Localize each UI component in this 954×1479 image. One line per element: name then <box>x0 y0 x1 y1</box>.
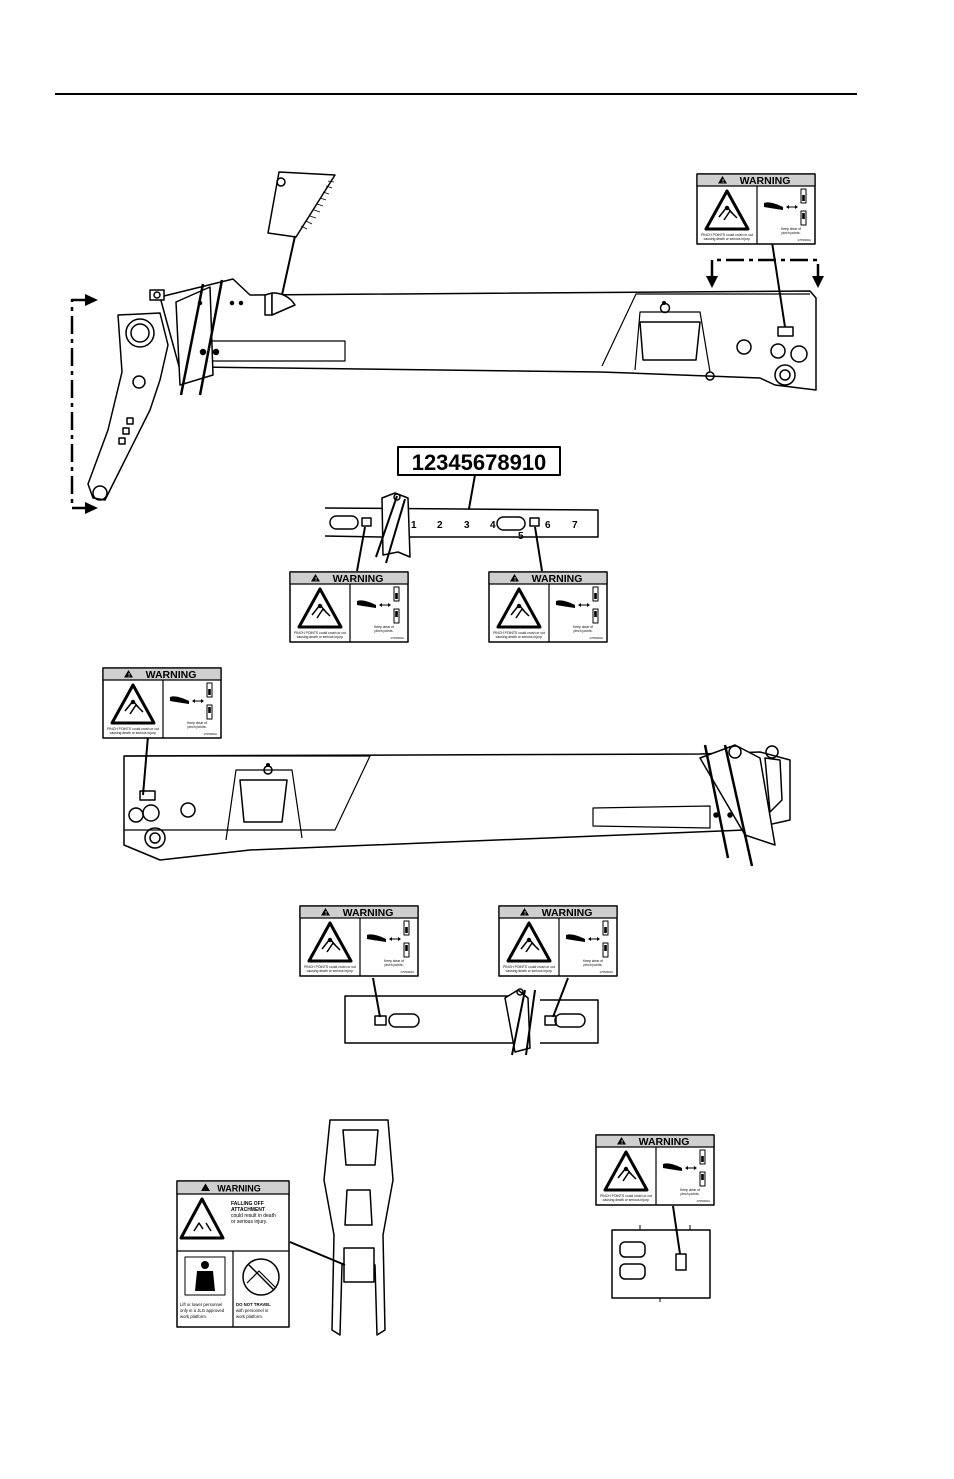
pinch-text: causing death or serious injury. <box>704 237 751 241</box>
decal-text-attachment: WARNING PINCH POINTS could crush or cut … <box>600 1136 710 1203</box>
travel-text: DO NOT TRAVEL <box>236 1302 271 1307</box>
pinch-text: PINCH POINTS could crush or cut <box>107 727 159 731</box>
warning-word: WARNING <box>343 907 394 919</box>
keep-clear-text: Keep clear of <box>781 227 801 231</box>
keep-clear-text: pinch points. <box>573 629 592 633</box>
falling-warning-decal <box>176 1180 290 1328</box>
pinch-text: causing death or serious injury. <box>496 635 543 639</box>
part-number: 1705000A <box>390 636 404 640</box>
attachment-head <box>611 1205 711 1302</box>
keep-clear-text: Keep clear of <box>374 625 394 629</box>
falling-text: could result in death <box>231 1213 276 1219</box>
warning-word: WARNING <box>532 573 583 585</box>
keep-clear-text: Keep clear of <box>583 959 603 963</box>
keep-clear-text: pinch points. <box>384 963 403 967</box>
warning-word: WARNING <box>639 1136 690 1148</box>
header-rule <box>55 93 857 95</box>
pinch-text: causing death or serious injury. <box>297 635 344 639</box>
keep-clear-text: pinch points. <box>187 725 206 729</box>
falling-text: ATTACHMENT <box>231 1207 265 1213</box>
part-number: 1705000A <box>203 732 217 736</box>
keep-clear-text: Keep clear of <box>680 1188 700 1192</box>
falling-decal-text: WARNING FALLING OFF ATTACHMENT could res… <box>180 1184 276 1320</box>
travel-text: with personnel in <box>236 1308 269 1313</box>
numbered-boom-section <box>324 446 599 572</box>
falling-text: FALLING OFF <box>231 1201 264 1207</box>
pinch-text: causing death or serious injury. <box>307 969 354 973</box>
keep-clear-text: Keep clear of <box>573 625 593 629</box>
decal-text-joint-left: WARNING PINCH POINTS could crush or cut … <box>304 907 414 974</box>
boom-number-7: 7 <box>572 520 578 531</box>
keep-clear-text: pinch points. <box>583 963 602 967</box>
decal-text-top: WARNING PINCH POINTS could crush or cut … <box>701 175 811 242</box>
pinch-text: PINCH POINTS could crush or cut <box>294 631 346 635</box>
decal-text-middle-left: WARNING PINCH POINTS could crush or cut … <box>294 573 404 640</box>
part-number: 1705000A <box>696 1199 710 1203</box>
boom-number-1: 1 <box>411 520 417 531</box>
warning-word: WARNING <box>217 1184 261 1194</box>
boom-number-6: 6 <box>545 520 551 531</box>
upper-boom-assembly <box>70 171 824 514</box>
pinch-text: causing death or serious injury. <box>506 969 553 973</box>
part-number: 1705000A <box>400 970 414 974</box>
pinch-text: PINCH POINTS could crush or cut <box>701 233 753 237</box>
boom-number-4: 4 <box>490 520 496 531</box>
part-number: 1705000A <box>589 636 603 640</box>
keep-clear-text: Keep clear of <box>187 721 207 725</box>
warning-word: WARNING <box>333 573 384 585</box>
base-boom-assembly <box>123 735 791 867</box>
pinch-text: causing death or serious injury. <box>110 731 157 735</box>
falling-text: or serious injury. <box>231 1219 267 1225</box>
decal-text-joint-right: WARNING PINCH POINTS could crush or cut … <box>503 907 613 974</box>
lift-text: only in a JLG approved <box>180 1308 225 1313</box>
boom-number-2: 2 <box>437 520 443 531</box>
part-number: 1705000A <box>599 970 613 974</box>
mid-boom-joint-section <box>344 977 599 1056</box>
pinch-text: PINCH POINTS could crush or cut <box>304 965 356 969</box>
pinch-text: PINCH POINTS could crush or cut <box>493 631 545 635</box>
keep-clear-text: Keep clear of <box>384 959 404 963</box>
boom-number-3: 3 <box>464 520 470 531</box>
warning-word: WARNING <box>740 175 791 187</box>
lift-text: work platform. <box>180 1314 207 1319</box>
decal-text-base-boom: WARNING PINCH POINTS could crush or cut … <box>107 669 217 736</box>
warning-word: WARNING <box>542 907 593 919</box>
pinch-text: PINCH POINTS could crush or cut <box>600 1194 652 1198</box>
lift-text: Lift or lower personnel <box>180 1302 222 1307</box>
pinch-text: PINCH POINTS could crush or cut <box>503 965 555 969</box>
warning-word: WARNING <box>146 669 197 681</box>
attachment-fork <box>289 1119 394 1336</box>
travel-text: work platform. <box>236 1314 263 1319</box>
keep-clear-text: pinch points. <box>781 231 800 235</box>
part-number: 1705000A <box>797 238 811 242</box>
keep-clear-text: pinch points. <box>680 1192 699 1196</box>
pinch-text: causing death or serious injury. <box>603 1198 650 1202</box>
boom-number-5: 5 <box>518 531 524 542</box>
keep-clear-text: pinch points. <box>374 629 393 633</box>
decal-text-middle-right: WARNING PINCH POINTS could crush or cut … <box>493 573 603 640</box>
number-strip-text: 12345678910 <box>412 450 547 475</box>
